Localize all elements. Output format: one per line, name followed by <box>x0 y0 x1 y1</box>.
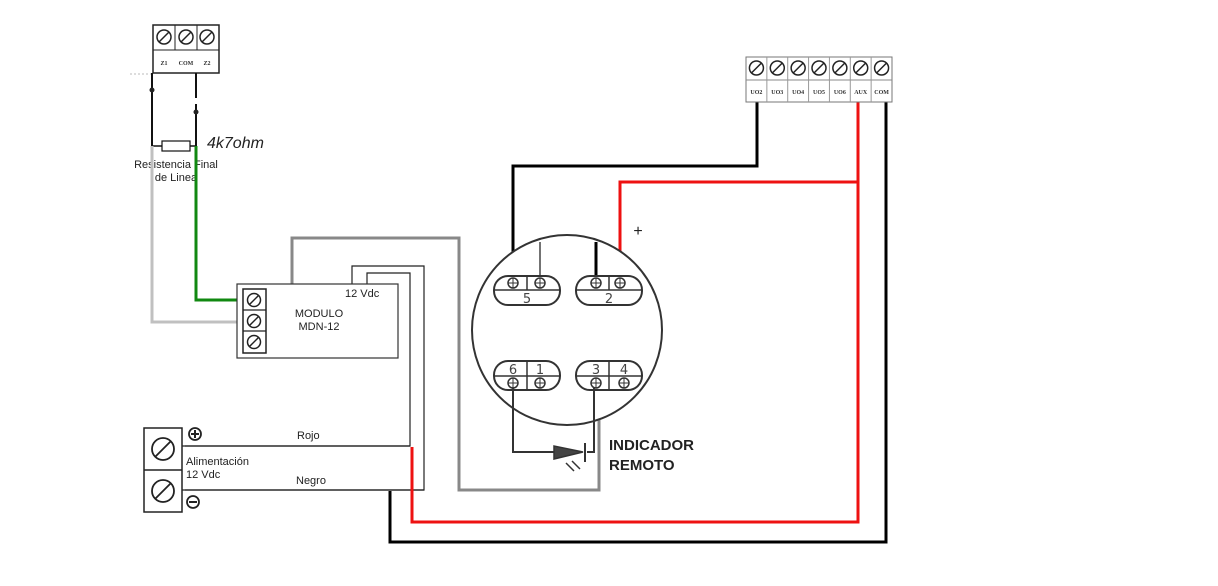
screw-icon <box>832 60 848 76</box>
power-label-line1: Alimentación <box>186 456 249 468</box>
indicator-label-line2: REMOTO <box>609 457 675 474</box>
terminal-screw-icon <box>534 377 546 389</box>
terminal-screw-icon <box>534 277 546 289</box>
screw-icon <box>246 313 262 329</box>
screw-icon <box>178 29 194 45</box>
terminal-number-3: 3 <box>592 363 600 378</box>
uo2-wire-black <box>511 78 759 283</box>
panel-terminal-label-com: COM <box>874 90 889 96</box>
terminal-label-z2: Z2 <box>203 61 210 67</box>
module-name-line1: MODULO <box>295 308 344 320</box>
terminal-number-6: 6 <box>509 363 517 378</box>
terminal-label-z1: Z1 <box>160 61 167 67</box>
resistor-value: 4k7ohm <box>207 135 264 152</box>
screw-icon <box>748 60 765 76</box>
zone-terminal-block: Z1 COM Z2 <box>130 24 220 75</box>
terminal-screw-icon <box>507 377 519 389</box>
module-mdn12: 12 Vdc MODULO MDN-12 <box>236 283 399 359</box>
zone-wires <box>149 73 199 146</box>
resistor-label-line2: de Linea <box>155 172 198 184</box>
terminal-number-1: 1 <box>536 363 544 378</box>
terminal-screw-icon <box>618 377 630 389</box>
zone-wire-green <box>194 146 238 302</box>
panel-terminal-label-aux: AUX <box>854 90 868 96</box>
screw-icon <box>199 29 215 45</box>
resistor-label-line1: Resistencia Final <box>134 159 218 171</box>
zone-wire-light-gray <box>150 146 238 324</box>
panel-terminal-label-uo2: UO2 <box>750 90 762 96</box>
module-wire-gray <box>290 236 601 492</box>
terminal-number-4: 4 <box>620 363 628 378</box>
terminal-number-5: 5 <box>523 292 531 307</box>
panel-terminal-label-uo4: UO4 <box>792 90 804 96</box>
terminal-label-com: COM <box>179 61 194 67</box>
screw-icon <box>151 479 175 503</box>
panel-terminal-label-uo3: UO3 <box>771 90 783 96</box>
minus-icon <box>186 495 200 509</box>
screw-icon <box>790 60 806 76</box>
terminal-screw-icon <box>507 277 519 289</box>
module-name-line2: MDN-12 <box>299 321 340 333</box>
screw-icon <box>873 60 890 76</box>
terminal-number-2: 2 <box>605 292 613 307</box>
power-wire-black <box>388 80 888 544</box>
terminal-screw-icon <box>590 377 602 389</box>
power-label-line2: 12 Vdc <box>186 469 221 481</box>
end-of-line-resistor: 4k7ohm Resistencia Final de Linea <box>134 135 264 184</box>
module-supply-label: 12 Vdc <box>345 288 380 300</box>
screw-icon <box>811 60 827 76</box>
panel-terminal-label-uo5: UO5 <box>813 90 825 96</box>
power-supply-block: Alimentación 12 Vdc Rojo Negro <box>143 427 424 513</box>
terminal-screw-icon <box>590 277 602 289</box>
panel-terminal-label-uo6: UO6 <box>834 90 846 96</box>
screw-icon <box>769 60 786 76</box>
screw-icon <box>151 437 175 461</box>
plus-icon <box>188 427 202 441</box>
led-icon <box>553 443 586 472</box>
panel-terminal-block: UO2 UO3 UO4 UO5 UO6 AUX COM <box>745 56 893 103</box>
wire-label-rojo: Rojo <box>297 430 320 442</box>
terminal-screw-icon <box>614 277 626 289</box>
screw-icon <box>246 334 262 350</box>
indicator-label-line1: INDICADOR <box>609 437 694 454</box>
power-wire-red <box>410 80 860 524</box>
remote-indicator: INDICADOR REMOTO <box>512 388 694 474</box>
wire-label-negro: Negro <box>296 475 326 487</box>
screw-icon <box>246 292 262 308</box>
plus-sign-label: + <box>633 223 642 240</box>
screw-icon <box>156 29 172 45</box>
screw-icon <box>852 60 869 76</box>
aux-wire-red <box>618 180 858 283</box>
detector-base: 5 2 6 1 3 4 + <box>471 223 663 426</box>
